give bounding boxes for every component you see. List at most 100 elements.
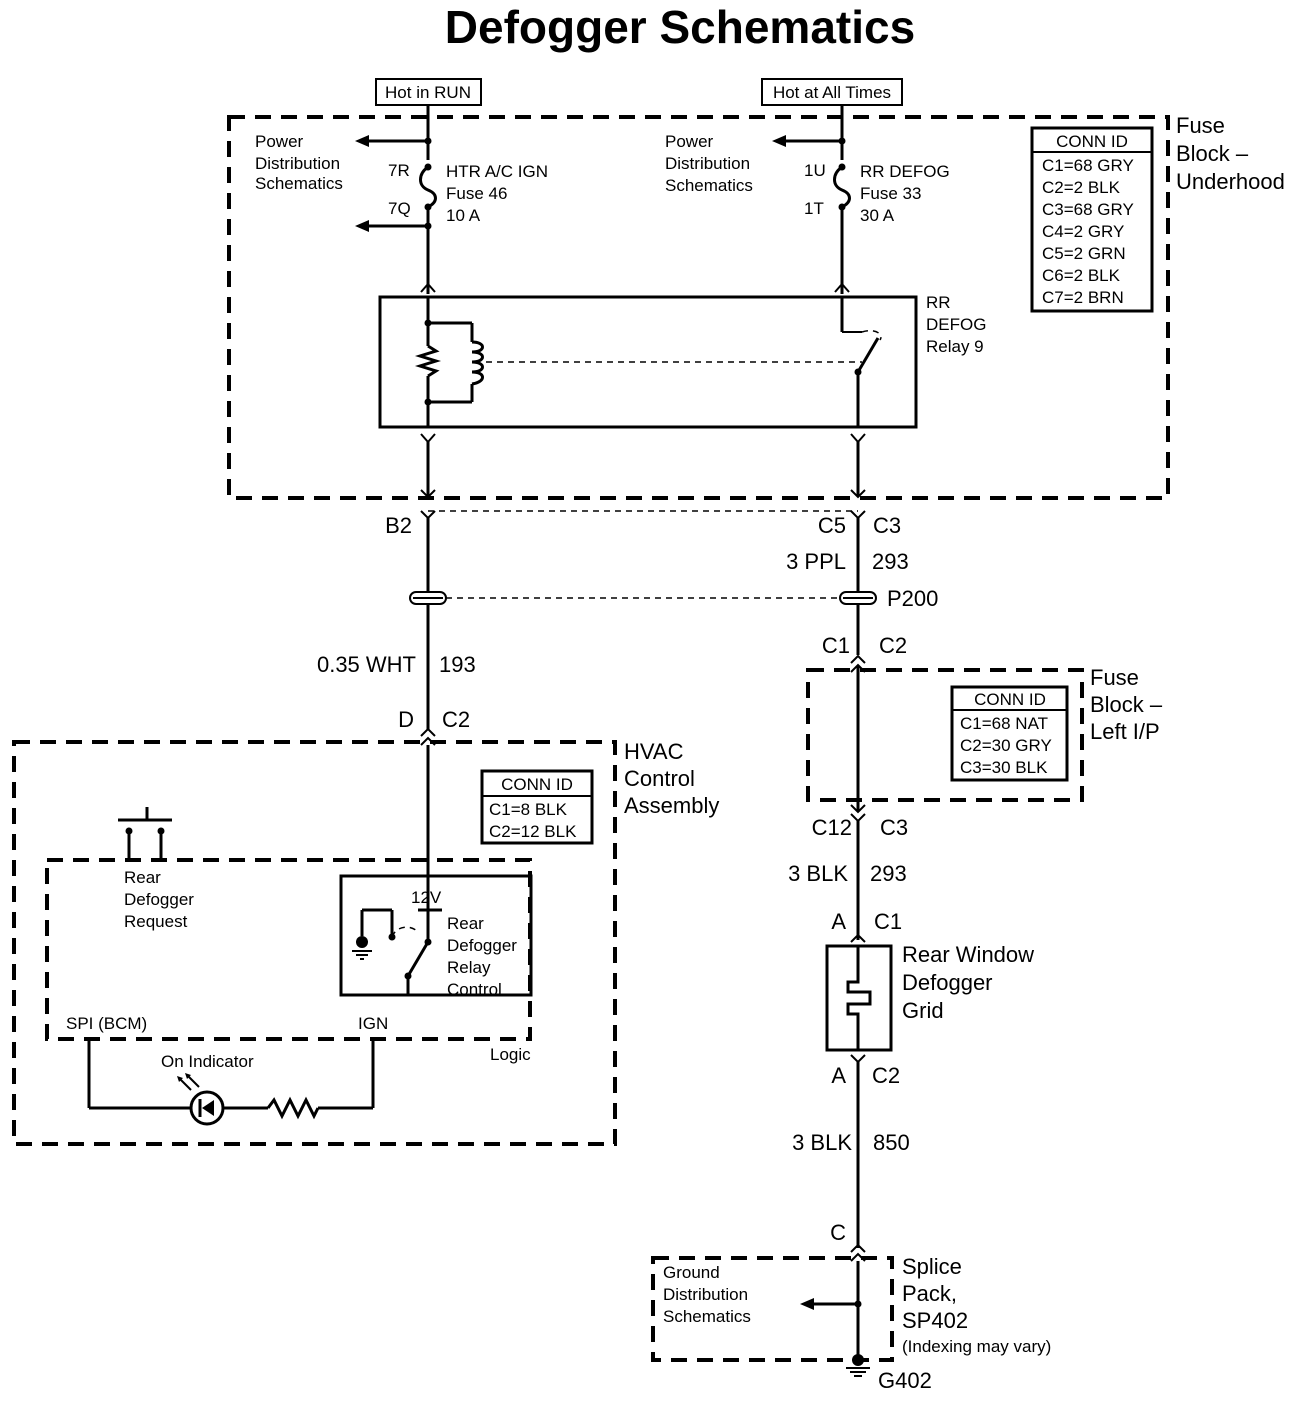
fuse-33-rating: 30 A — [860, 206, 895, 225]
grid-label-3: Grid — [902, 998, 944, 1023]
p200-label: P200 — [887, 586, 938, 611]
conn-id-row: C2=2 BLK — [1042, 178, 1121, 197]
request-label-2: Defogger — [124, 890, 194, 909]
fuse-33-name: RR DEFOG — [860, 162, 950, 181]
connector-c2-label: C2 — [879, 633, 907, 658]
gds-line-1: Ground — [663, 1263, 720, 1282]
splice-label-3: SP402 — [902, 1308, 968, 1333]
wire-193: 0.35 WHT 193 D C2 — [317, 518, 476, 746]
connector-b2-c5: B2 C5 C3 — [385, 510, 901, 538]
conn-id-row: C1=68 NAT — [960, 714, 1048, 733]
relay-label-2: DEFOG — [926, 315, 986, 334]
wire-850-color: 3 BLK — [792, 1130, 852, 1155]
arrow-left-icon — [772, 135, 786, 147]
hvac-label-3: Assembly — [624, 793, 719, 818]
connector-b2-label: B2 — [385, 513, 412, 538]
hvac-label-1: HVAC — [624, 739, 684, 764]
conn-id-row: C7=2 BRN — [1042, 288, 1124, 307]
conn-id-row: C4=2 GRY — [1042, 222, 1124, 241]
conn-id-row: C1=8 BLK — [489, 800, 568, 819]
coil-icon — [471, 340, 484, 386]
ign-label: IGN — [358, 1014, 388, 1033]
conn-id-row: C6=2 BLK — [1042, 266, 1121, 285]
fuse-block-left-ip-boundary — [806, 668, 1084, 802]
connector-c1-grid-label: C1 — [874, 909, 902, 934]
wire-850-number: 850 — [873, 1130, 910, 1155]
arrow-left-icon — [800, 1298, 814, 1310]
relay-switch-icon — [856, 337, 880, 373]
fuse-33-circuit: Power Distribution Schematics 1U 1T RR D… — [665, 105, 950, 294]
splice-pack: Splice Pack, SP402 (Indexing may vary) G… — [663, 1254, 1051, 1393]
grid-label-1: Rear Window — [902, 942, 1034, 967]
fuse-46-name: HTR A/C IGN — [446, 162, 548, 181]
v12-label: 12V — [411, 888, 442, 907]
heater-grid-icon — [846, 946, 872, 1050]
conn-id-row: C2=30 GRY — [960, 736, 1052, 755]
hot-in-run-box: Hot in RUN — [375, 78, 482, 106]
request-label-1: Rear — [124, 868, 161, 887]
pds-left-line-3: Schematics — [255, 174, 343, 193]
arrow-left-icon — [355, 135, 369, 147]
relay-switch-icon — [406, 941, 430, 977]
fuse-46-circuit: Power Distribution Schematics 7R 7Q HTR … — [255, 105, 548, 294]
pin-7q: 7Q — [388, 199, 411, 218]
request-label-3: Request — [124, 912, 188, 931]
connector-c5-label: C5 — [818, 513, 846, 538]
wire-293-color: 3 PPL — [786, 549, 846, 574]
conn-id-title: CONN ID — [501, 775, 573, 794]
wire-193-color: 0.35 WHT — [317, 652, 416, 677]
underhood-conn-id-table: CONN ID C1=68 GRY C2=2 BLK C3=68 GRY C4=… — [1030, 126, 1154, 313]
hot-at-all-times-label: Hot at All Times — [773, 83, 891, 102]
fuse-block-left-label-1: Fuse — [1090, 665, 1139, 690]
diagram-title: Defogger Schematics — [445, 1, 915, 53]
rear-window-defogger-grid: Rear Window Defogger Grid — [825, 942, 1034, 1052]
arrow-left-icon — [355, 220, 369, 232]
splice-label-1: Splice — [902, 1254, 962, 1279]
fuse-icon — [419, 165, 437, 209]
connector-hvac-c2-label: C2 — [442, 707, 470, 732]
splice-label-2: Pack, — [902, 1281, 957, 1306]
hvac-conn-id-table: CONN ID C1=8 BLK C2=12 BLK — [480, 769, 594, 845]
wire-293-number: 293 — [872, 549, 909, 574]
conn-id-row: C5=2 GRN — [1042, 244, 1126, 263]
pds-right-line-2: Distribution — [665, 154, 750, 173]
rear-defogger-request-switch: Rear Defogger Request — [118, 807, 194, 931]
pds-left-line-2: Distribution — [255, 154, 340, 173]
pds-right-line-1: Power — [665, 132, 714, 151]
on-indicator-circuit: SPI (BCM) IGN On Indicator — [66, 1014, 388, 1126]
hot-at-all-times-box: Hot at All Times — [761, 78, 903, 106]
resistor-icon — [266, 1096, 320, 1120]
connector-c2-grid-label: C2 — [872, 1063, 900, 1088]
hvac-label-2: Control — [624, 766, 695, 791]
fuse-block-left-label-3: Left I/P — [1090, 719, 1160, 744]
rr-defog-relay: RR DEFOG Relay 9 — [378, 293, 986, 429]
led-indicator-icon — [177, 1073, 225, 1126]
fuse-block-underhood-label-3: Underhood — [1176, 169, 1285, 194]
connector-d-label: D — [398, 707, 414, 732]
fuse-icon — [833, 165, 851, 209]
fuse-block-underhood-label-1: Fuse — [1176, 113, 1225, 138]
rear-defogger-relay-control: 12V Rear Defogger Relay Control — [339, 745, 533, 999]
conn-id-title: CONN ID — [974, 690, 1046, 709]
spi-bcm-label: SPI (BCM) — [66, 1014, 147, 1033]
connector-a-bot-label: A — [831, 1063, 846, 1088]
ground-icon — [846, 1354, 870, 1377]
pds-right-line-3: Schematics — [665, 176, 753, 195]
fuse-46-rating: 10 A — [446, 206, 481, 225]
gds-line-3: Schematics — [663, 1307, 751, 1326]
logic-label: Logic — [490, 1045, 531, 1064]
conn-id-title: CONN ID — [1056, 132, 1128, 151]
fuse-46-number: Fuse 46 — [446, 184, 507, 203]
connector-c3-label: C3 — [873, 513, 901, 538]
ground-g402-label: G402 — [878, 1368, 932, 1393]
resistor-icon — [414, 344, 442, 378]
fuse-block-left-label-2: Block – — [1090, 692, 1163, 717]
pin-7r: 7R — [388, 161, 410, 180]
relay-ctrl-label-3: Relay — [447, 958, 491, 977]
wire-850: A C2 3 BLK 850 C — [792, 1054, 910, 1262]
pin-1t: 1T — [804, 199, 824, 218]
relay-output-wires — [420, 433, 866, 499]
conn-id-row: C3=68 GRY — [1042, 200, 1134, 219]
splice-pack-boundary — [651, 1256, 894, 1362]
fuse-block-underhood-boundary — [227, 115, 1170, 500]
